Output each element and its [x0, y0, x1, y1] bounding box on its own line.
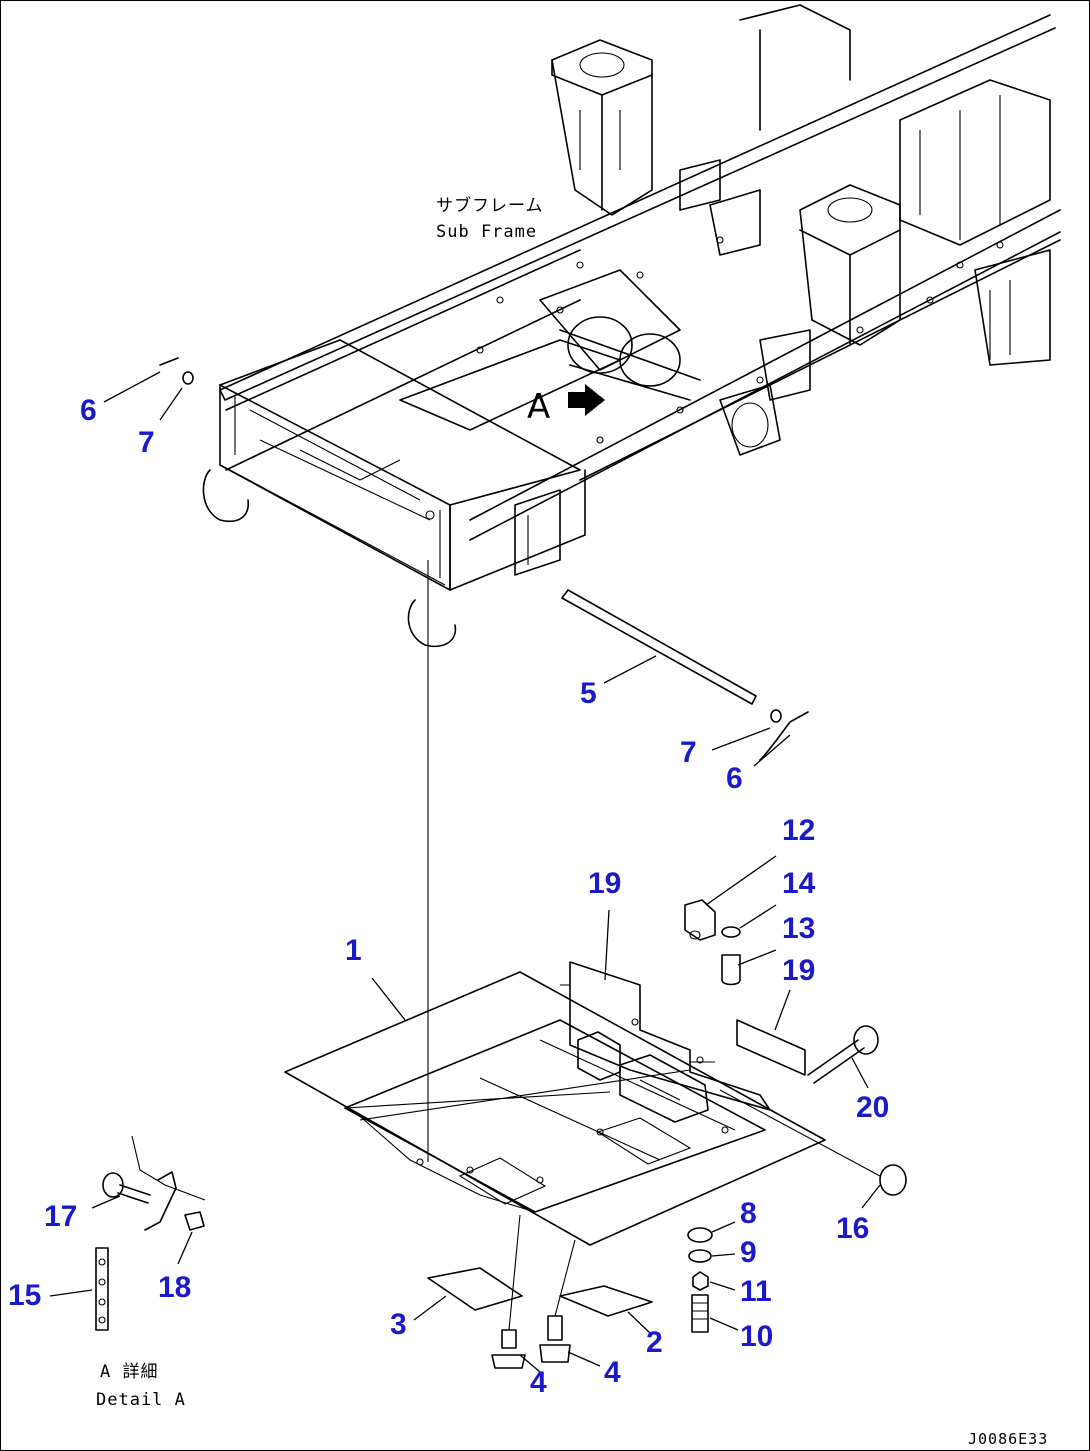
callout-16: 16 [836, 1212, 869, 1245]
callout-5: 5 [580, 677, 597, 710]
part-6-pin [759, 711, 809, 761]
callout-13: 13 [782, 912, 815, 945]
part-11-nut [692, 1271, 709, 1291]
callout-4: 4 [530, 1366, 547, 1399]
callout-6: 6 [726, 762, 743, 795]
callout-9: 9 [740, 1236, 757, 1269]
part-12-clip [684, 899, 716, 941]
part-14-washer [721, 926, 741, 938]
detail-label-jp: A 詳細 [100, 1362, 158, 1382]
part-8-washer [687, 1227, 713, 1243]
part-15-plate [95, 1247, 109, 1331]
subframe-label-en: Sub Frame [436, 222, 537, 242]
callout-7: 7 [138, 426, 155, 459]
callout-20: 20 [856, 1091, 889, 1124]
callout-14: 14 [782, 867, 816, 900]
part-16-pin [719, 1089, 907, 1196]
callout-11: 11 [740, 1275, 772, 1308]
main-frame-assembly [202, 4, 1061, 647]
subframe-label-jp: サブフレーム [436, 195, 544, 216]
callout-6: 6 [80, 394, 97, 427]
part-2-cover [559, 1285, 653, 1317]
part-5-rod [561, 589, 757, 705]
callout-17: 17 [44, 1200, 77, 1233]
callout-4: 4 [604, 1356, 621, 1389]
part-4-bolts [491, 1214, 576, 1369]
part-19-plate [736, 1019, 806, 1076]
detail-label-en: Detail A [96, 1390, 186, 1410]
callout-2: 2 [646, 1326, 663, 1359]
part-1-undercover [284, 961, 826, 1246]
part-13-bolt [721, 954, 741, 986]
view-arrow-icon [568, 384, 605, 416]
leader-lines [49, 371, 881, 1373]
part-17-bolt [117, 1184, 151, 1204]
callout-8: 8 [740, 1197, 757, 1230]
part-9-washer [688, 1249, 712, 1263]
drawing-code: J0086E33 [968, 1430, 1048, 1448]
detail-a [95, 1135, 206, 1331]
callout-10: 10 [740, 1320, 773, 1353]
part-6-pin-top [159, 357, 179, 366]
callout-15: 15 [8, 1279, 41, 1312]
part-7-washer [770, 709, 782, 723]
callout-19: 19 [782, 954, 815, 987]
part-18-nut [184, 1211, 205, 1231]
callout-18: 18 [158, 1271, 191, 1304]
part-7-washer-top [182, 371, 194, 385]
callout-12: 12 [782, 814, 815, 847]
part-10-bolt [691, 1294, 709, 1333]
callout-3: 3 [390, 1308, 407, 1341]
callout-7: 7 [680, 736, 697, 769]
callout-19: 19 [588, 867, 621, 900]
view-label-a: A [527, 387, 550, 427]
part-20-bolt [807, 1025, 879, 1084]
part-3-cover [427, 1267, 523, 1311]
callout-1: 1 [345, 934, 362, 967]
